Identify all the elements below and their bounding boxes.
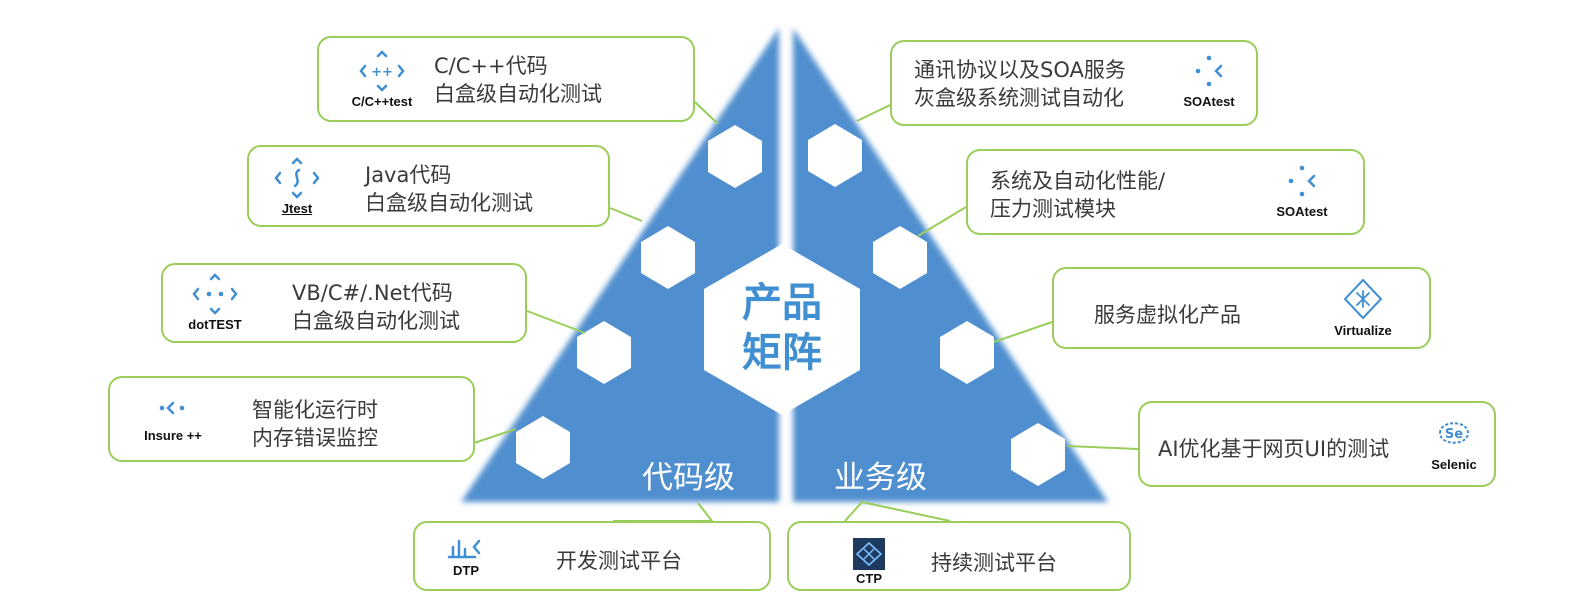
center-title-line2: 矩阵: [742, 330, 822, 376]
cpp-test-logo: ++ C/C++test: [337, 50, 427, 116]
jtest-line1: Java代码: [365, 163, 452, 187]
selenic-logo: Se Selenic: [1409, 411, 1499, 477]
soatest-1-line2: 灰盒级系统测试自动化: [914, 86, 1124, 110]
soatest-1-name: SOAtest: [1183, 94, 1235, 109]
dtp-label: 开发测试平台: [556, 549, 682, 573]
soatest-2-line1: 系统及自动化性能/: [990, 169, 1166, 193]
cpp-test-icon: ++: [359, 50, 405, 92]
virtualize-line1: 服务虚拟化产品: [1094, 303, 1241, 327]
cpp-test-name: C/C++test: [351, 94, 413, 109]
dtp-name: DTP: [453, 563, 479, 578]
hexagon: [708, 125, 762, 188]
ctp-name: CTP: [856, 571, 882, 586]
hexagon: [808, 124, 862, 187]
selenic-icon: Se: [1438, 422, 1470, 444]
ctp-icon: [853, 538, 885, 570]
hexagon: [516, 416, 570, 479]
selenic-desc: AI优化基于网页UI的测试: [1158, 435, 1389, 463]
callout-virtualize: 服务虚拟化产品 Virtualize: [1052, 267, 1431, 349]
soatest-2-line2: 压力测试模块: [990, 197, 1116, 221]
callout-ctp: CTP 持续测试平台: [787, 521, 1131, 591]
dtp-icon: [447, 539, 481, 559]
dottest-logo: dotTEST: [170, 273, 260, 339]
cpp-test-desc: C/C++代码 白盒级自动化测试: [434, 52, 602, 108]
selenic-name: Selenic: [1431, 457, 1477, 472]
cpp-test-line2: 白盒级自动化测试: [434, 82, 602, 106]
jtest-name: Jtest: [281, 201, 313, 216]
callout-dottest: dotTEST VB/C#/.Net代码 白盒级自动化测试: [161, 263, 527, 343]
insure-icon: [159, 401, 185, 415]
callout-cpp-test: ++ C/C++test C/C++代码 白盒级自动化测试: [317, 36, 695, 122]
virtualize-logo: Virtualize: [1318, 277, 1408, 343]
svg-text:Se: Se: [1445, 427, 1463, 442]
virtualize-desc: 服务虚拟化产品: [1094, 301, 1241, 329]
cpp-test-line1: C/C++代码: [434, 54, 548, 78]
center-hexagon: [704, 244, 860, 415]
selenic-line1: AI优化基于网页UI的测试: [1158, 437, 1390, 461]
soatest-1-line1: 通讯协议以及SOA服务: [914, 58, 1126, 82]
ctp-logo: CTP: [824, 537, 914, 603]
ctp-label: 持续测试平台: [931, 551, 1057, 575]
insure-line2: 内存错误监控: [252, 426, 378, 450]
callout-soatest-1: 通讯协议以及SOA服务 灰盒级系统测试自动化 SOAtest: [890, 40, 1258, 126]
business-level-label: 业务级: [834, 460, 927, 496]
center-title-line1: 产品: [742, 280, 822, 326]
callout-insure: Insure ++ 智能化运行时 内存错误监控: [108, 376, 475, 462]
insure-desc: 智能化运行时 内存错误监控: [252, 396, 378, 452]
dottest-icon: [192, 273, 238, 315]
hexagon: [1011, 423, 1065, 486]
insure-line1: 智能化运行时: [252, 398, 378, 422]
soatest-1-logo: SOAtest: [1164, 50, 1254, 116]
code-level-label: 代码级: [642, 460, 735, 496]
soatest-2-desc: 系统及自动化性能/ 压力测试模块: [990, 167, 1165, 223]
jtest-icon: [274, 157, 320, 199]
hexagon: [940, 321, 994, 384]
dottest-line1: VB/C#/.Net代码: [292, 281, 453, 305]
jtest-desc: Java代码 白盒级自动化测试: [365, 161, 533, 217]
callout-dtp: DTP 开发测试平台: [413, 521, 771, 591]
hexagon: [873, 226, 927, 289]
jtest-line2: 白盒级自动化测试: [365, 191, 533, 215]
triangle-right-half: [793, 28, 1108, 502]
svg-text:++: ++: [371, 65, 393, 80]
triangle-left-half: [461, 28, 779, 502]
soatest-2-logo: SOAtest: [1257, 160, 1347, 226]
hexagon: [577, 321, 631, 384]
hexagon: [641, 226, 695, 289]
soatest-icon: [1288, 165, 1316, 197]
dtp-logo: DTP: [421, 533, 511, 599]
soatest-1-desc: 通讯协议以及SOA服务 灰盒级系统测试自动化: [914, 56, 1126, 112]
insure-name: Insure ++: [144, 428, 202, 443]
dottest-name: dotTEST: [188, 317, 242, 332]
dottest-desc: VB/C#/.Net代码 白盒级自动化测试: [292, 279, 460, 335]
callout-jtest: Jtest Java代码 白盒级自动化测试: [247, 145, 610, 227]
callout-soatest-2: 系统及自动化性能/ 压力测试模块 SOAtest: [966, 149, 1365, 235]
center-title: 产品 矩阵: [722, 278, 842, 378]
soatest-icon: [1195, 55, 1223, 87]
dottest-line2: 白盒级自动化测试: [292, 309, 460, 333]
jtest-logo: Jtest: [252, 157, 342, 223]
callout-selenic: AI优化基于网页UI的测试 Se Selenic: [1138, 401, 1496, 487]
virtualize-name: Virtualize: [1334, 323, 1392, 338]
insure-logo: Insure ++: [128, 392, 218, 458]
soatest-2-name: SOAtest: [1276, 204, 1328, 219]
virtualize-icon: [1343, 278, 1383, 320]
